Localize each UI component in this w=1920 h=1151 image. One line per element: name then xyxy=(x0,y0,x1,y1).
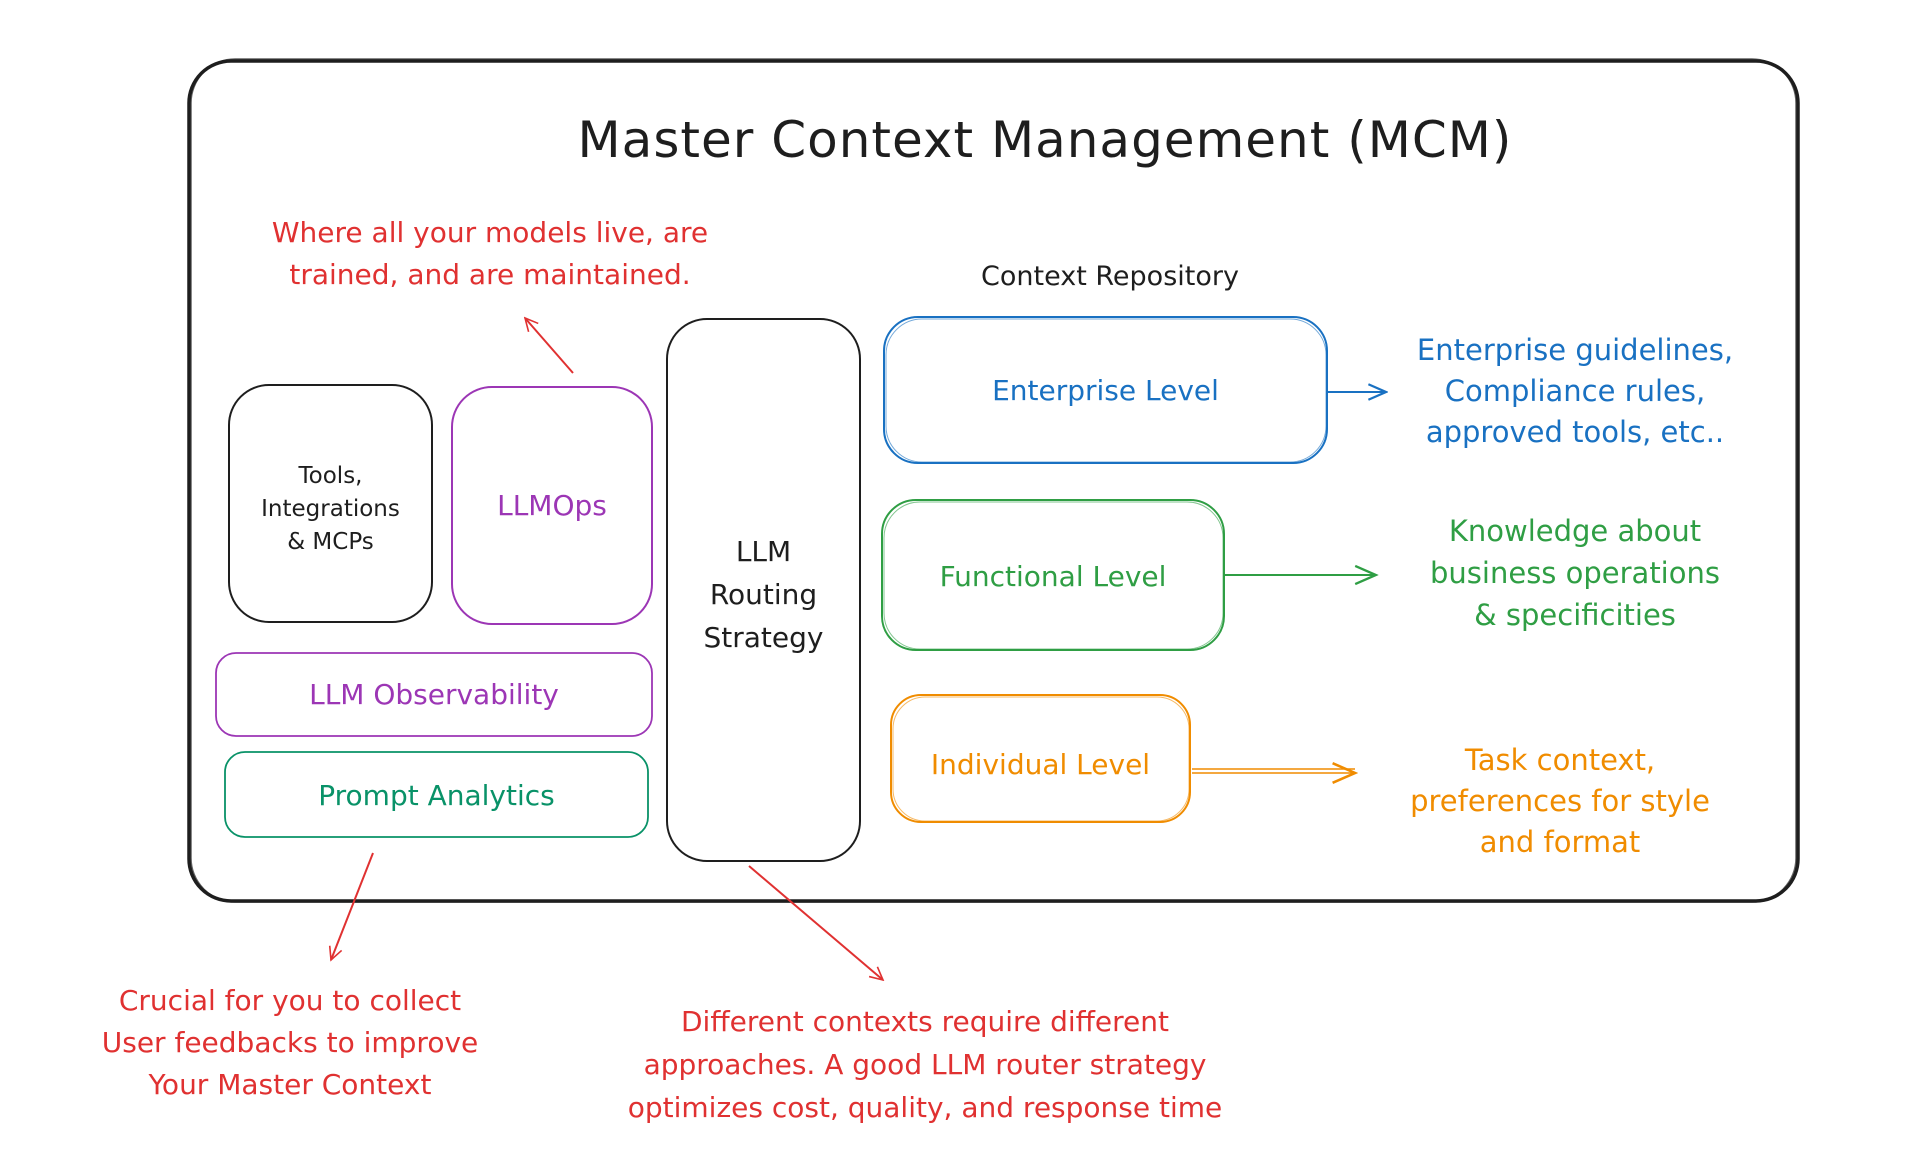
prompt-analytics-label: Prompt Analytics xyxy=(318,779,555,812)
routing-note-arrow xyxy=(748,865,883,980)
desc-line: business operations xyxy=(1430,556,1720,590)
desc-line: & specificities xyxy=(1474,598,1676,632)
enterprise-level-box xyxy=(883,316,1328,464)
llmops-box xyxy=(451,386,653,625)
label-line: LLM xyxy=(735,535,792,568)
desc-line: Compliance rules, xyxy=(1444,374,1706,408)
functional-level-description: Knowledge about business operations & sp… xyxy=(1385,510,1765,636)
desc-line: Knowledge about xyxy=(1448,514,1702,548)
mcm-container xyxy=(187,58,1800,903)
desc-line: approved tools, etc.. xyxy=(1425,415,1725,449)
llmops-note-arrow xyxy=(525,318,574,374)
individual-level-box xyxy=(890,694,1191,823)
desc-line: Enterprise guidelines, xyxy=(1416,333,1734,367)
enterprise-level-description: Enterprise guidelines, Compliance rules,… xyxy=(1385,330,1765,453)
note-line: Your Master Context xyxy=(148,1068,432,1101)
desc-line: preferences for style xyxy=(1410,784,1710,818)
note-line: approaches. A good LLM router strategy xyxy=(643,1048,1207,1081)
observability-box xyxy=(215,652,653,737)
individual-level-label: Individual Level xyxy=(930,748,1151,781)
tools-label: Tools, Integrations & MCPs xyxy=(229,460,432,559)
individual-arrow xyxy=(1192,769,1355,773)
tools-box xyxy=(228,384,433,623)
analytics-note-arrow xyxy=(331,852,374,960)
label-line: Routing xyxy=(709,578,818,611)
label-line: Integrations xyxy=(261,496,400,522)
diagram-title: Master Context Management (MCM) xyxy=(577,111,1513,169)
note-line: Crucial for you to collect xyxy=(118,984,462,1017)
label-line: Strategy xyxy=(703,621,824,654)
routing-label: LLM Routing Strategy xyxy=(667,530,860,659)
note-line: optimizes cost, quality, and response ti… xyxy=(627,1091,1223,1124)
note-line: Different contexts require different xyxy=(681,1005,1169,1038)
llmops-label: LLMOps xyxy=(497,489,607,522)
analytics-note: Crucial for you to collect User feedback… xyxy=(60,980,520,1106)
individual-level-description: Task context, preferences for style and … xyxy=(1370,740,1750,863)
enterprise-level-label: Enterprise Level xyxy=(992,374,1219,407)
note-line: User feedbacks to improve xyxy=(101,1026,479,1059)
label-line: Tools, xyxy=(298,463,363,489)
functional-level-label: Functional Level xyxy=(939,560,1167,593)
desc-line: Task context, xyxy=(1464,743,1656,777)
routing-note: Different contexts require different app… xyxy=(560,1000,1290,1129)
context-repository-heading: Context Repository xyxy=(981,261,1239,292)
routing-box xyxy=(666,318,861,862)
note-line: trained, and are maintained. xyxy=(289,258,691,291)
label-line: & MCPs xyxy=(287,529,374,555)
prompt-analytics-box xyxy=(224,751,649,838)
observability-label: LLM Observability xyxy=(309,678,559,711)
note-line: Where all your models live, are xyxy=(271,216,709,249)
llmops-note: Where all your models live, are trained,… xyxy=(240,212,740,296)
desc-line: and format xyxy=(1479,825,1641,859)
